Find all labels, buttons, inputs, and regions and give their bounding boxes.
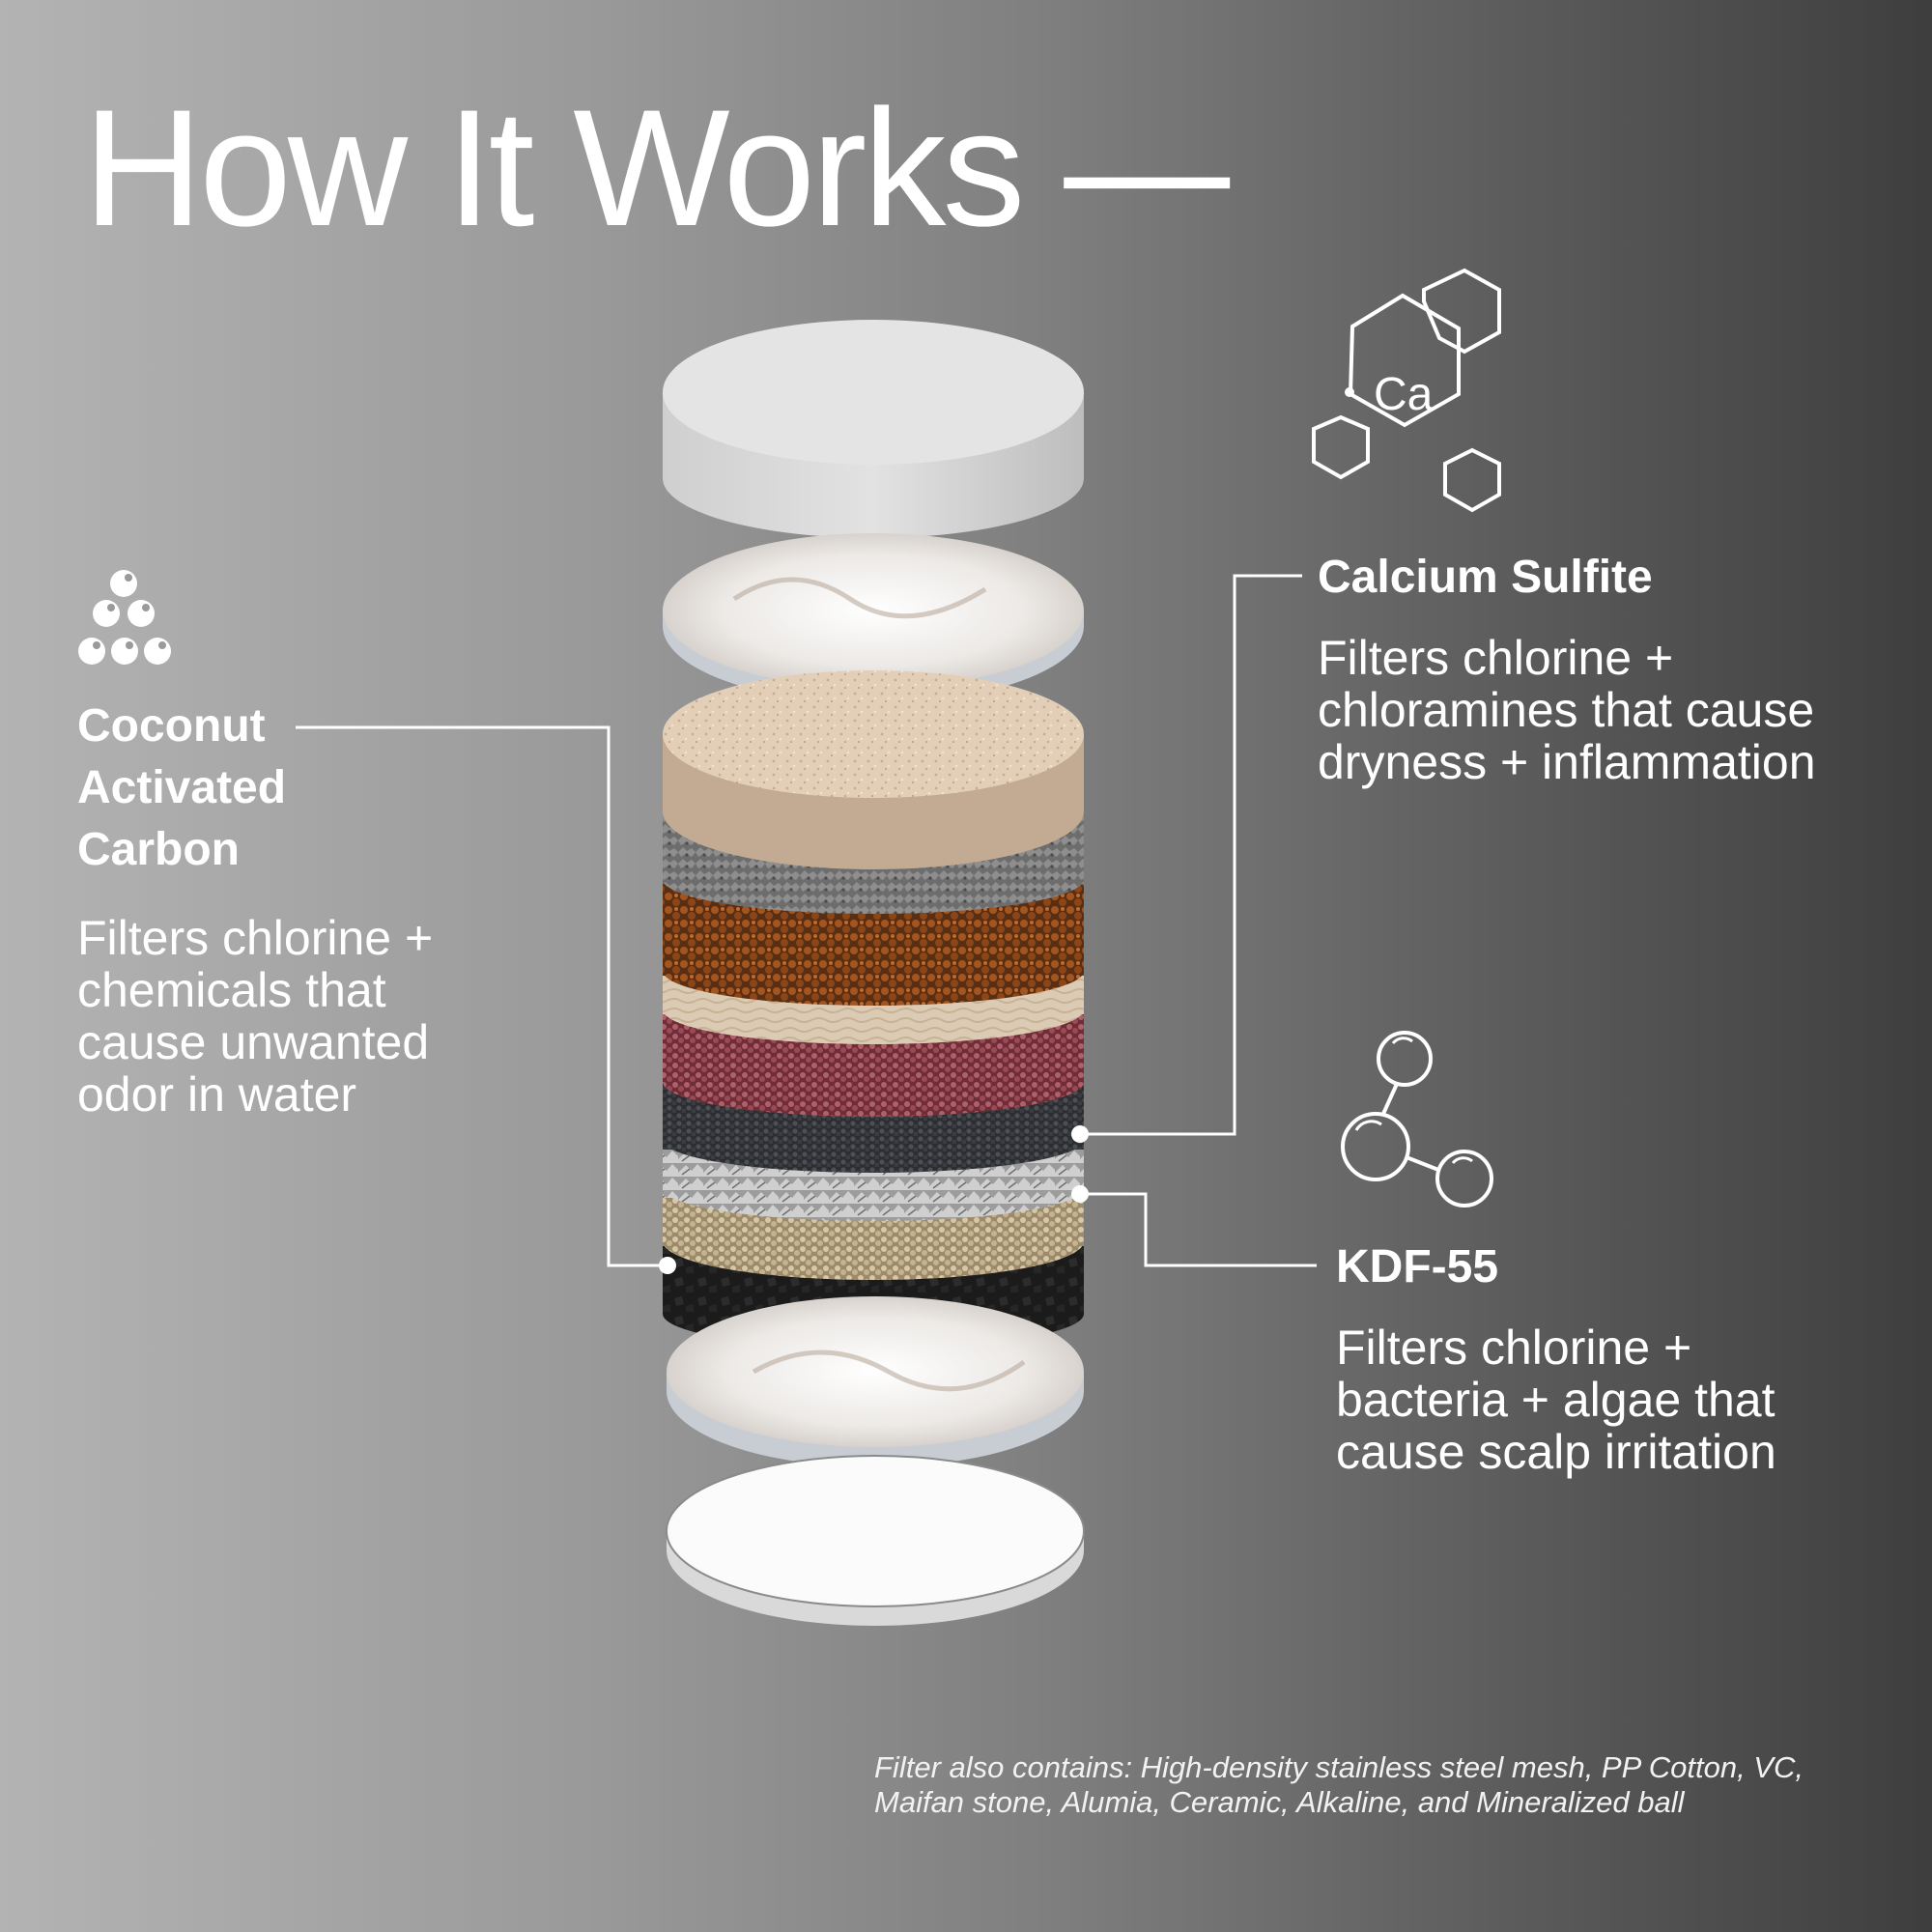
footnote: Filter also contains: High-density stain… [874,1750,1804,1819]
coconut-carbon-heading-line: Coconut [77,700,266,752]
calcium-molecule-icon [1312,268,1501,513]
callout-calcium-sulfite [1071,574,1302,1143]
callout-kdf55 [1071,1185,1317,1267]
filter-cotton-pad-bottom [667,1296,1084,1467]
filter-base-disc [666,1455,1085,1626]
coconut-carbon-heading-line: Carbon [77,824,240,875]
coconut-carbon-description: Filters chlorine + chemicals that cause … [77,911,434,1122]
calcium-symbol: Ca [1374,369,1434,420]
coconut-carbon-heading: Coconut Activated Carbon [77,696,286,881]
calcium-sulfite-description: Filters chlorine + chloramines that caus… [1318,631,1816,789]
coconut-carbon-heading-line: Activated [77,762,287,813]
filter-top-cap [663,320,1084,538]
kdf55-heading: KDF-55 [1336,1241,1499,1293]
kdf55-description: Filters chlorine + bacteria + algae that… [1336,1321,1776,1479]
calcium-sulfite-heading: Calcium Sulfite [1318,552,1653,603]
stacked-balls-icon [78,570,171,665]
page-title: How It Works — [83,75,1230,261]
callout-coconut-carbon [296,725,676,1274]
molecule-icon [1341,1031,1493,1208]
